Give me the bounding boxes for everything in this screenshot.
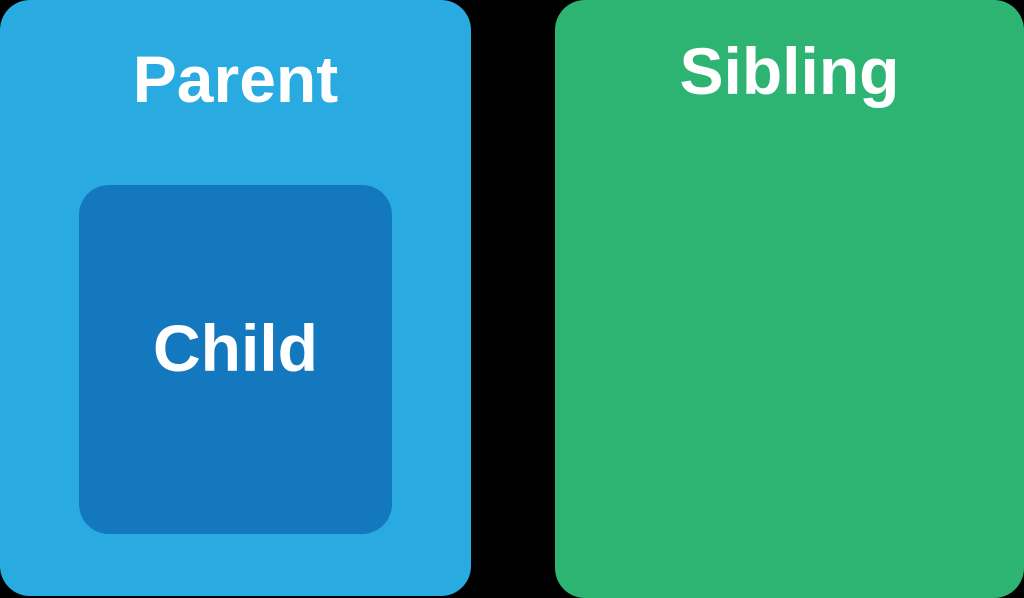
child-box: Child — [79, 185, 392, 534]
parent-box: Parent Child — [0, 0, 471, 596]
sibling-label: Sibling — [679, 34, 900, 108]
sibling-box: Sibling — [555, 0, 1024, 598]
child-label: Child — [153, 311, 318, 385]
parent-label: Parent — [132, 42, 339, 116]
